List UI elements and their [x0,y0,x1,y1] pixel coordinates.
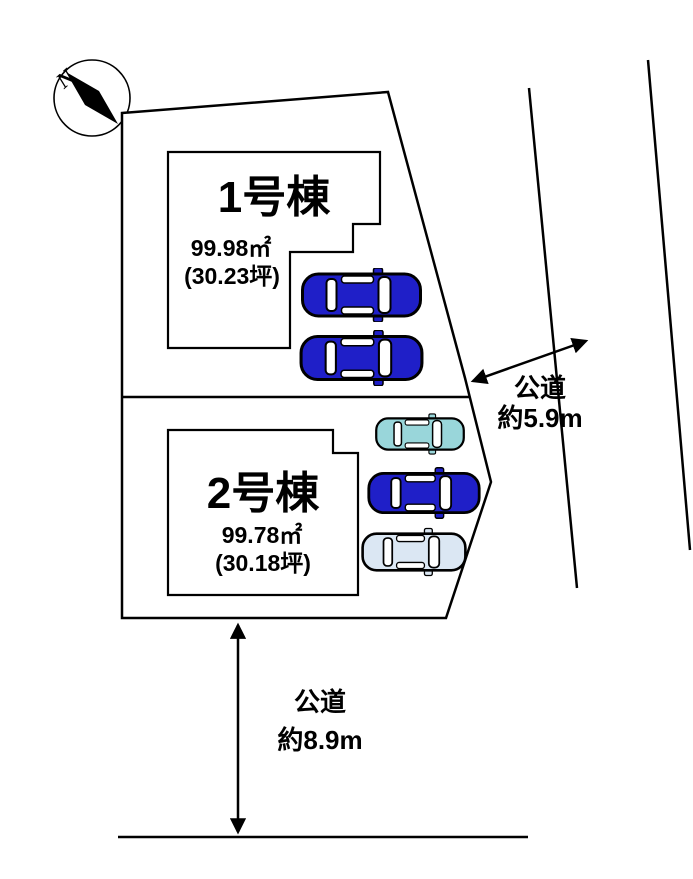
car-icon [300,268,423,322]
car-icon [367,466,481,520]
road-bottom-width: 約8.9m [277,725,362,755]
car-icon [361,526,467,578]
building-1-name: 1号棟 [218,173,331,222]
building-1-tsubo: (30.23坪) [184,263,280,289]
road-bottom-name: 公道 [294,687,346,717]
building-2-area: 99.78㎡ [222,522,303,548]
building-1-footprint [166,150,382,350]
road-right-name: 公道 [514,373,566,403]
car-icon [299,330,424,386]
road-right-far-edge [646,59,692,551]
compass-needle-icon [66,72,118,124]
building-2-name: 2号棟 [207,469,320,518]
car-icon [374,412,466,456]
building-2-tsubo: (30.18坪) [215,550,311,576]
road-right-width-arrow [470,337,589,385]
compass-circle [53,59,131,137]
compass: N [50,59,131,137]
building-2-footprint [166,428,360,597]
road-right-width: 約5.9m [497,403,582,433]
road-right-near-edge [527,87,579,589]
building-1-area: 99.98㎡ [191,235,272,261]
